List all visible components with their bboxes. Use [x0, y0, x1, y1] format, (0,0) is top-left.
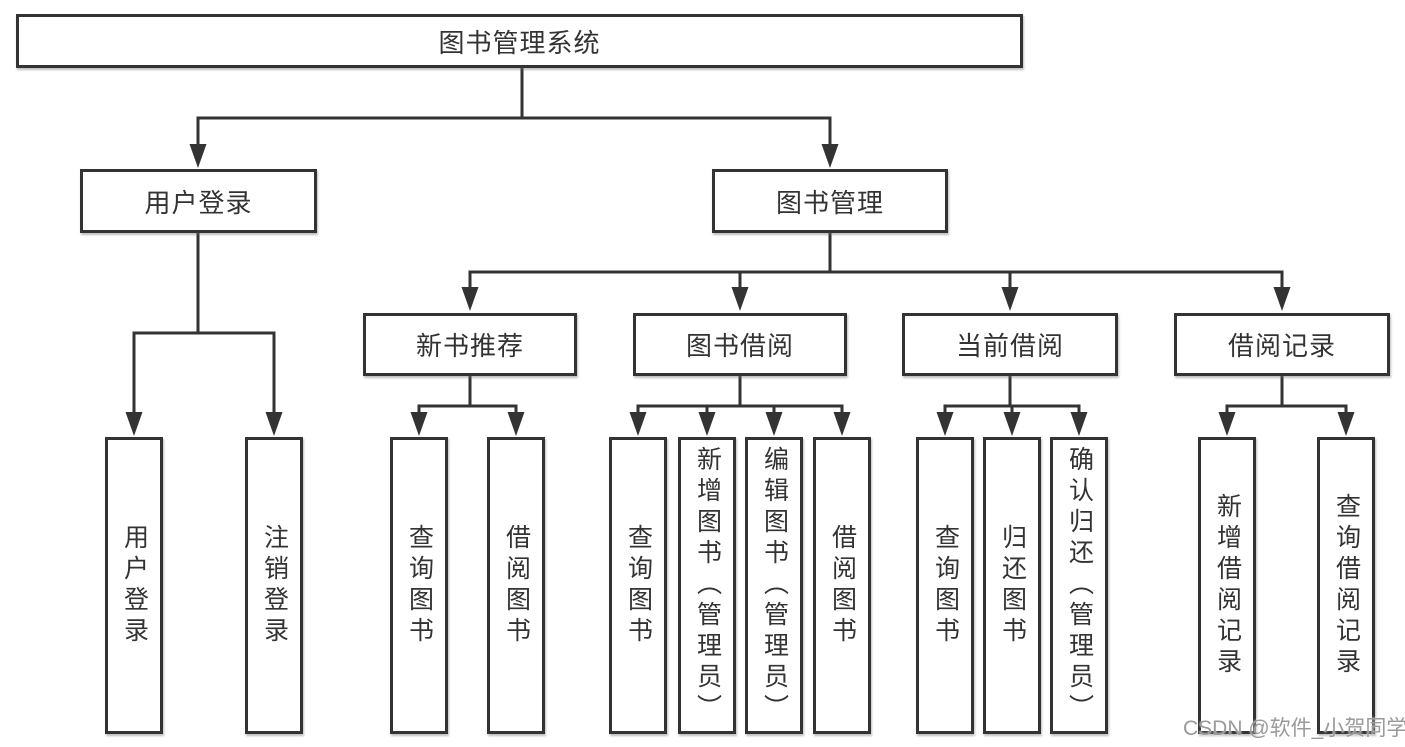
node-book-borrow: 图书借阅: [633, 313, 847, 376]
node-book-management: 图书管理: [712, 169, 948, 233]
node-root-label: 图书管理系统: [438, 27, 601, 58]
leaf-query-books-2-label: 查询图书: [624, 523, 653, 648]
leaf-add-borrow-record-label: 新增借阅记录: [1213, 492, 1242, 679]
leaf-confirm-return-admin-label: 确认归还（管理员）: [1065, 446, 1094, 725]
leaf-logout: 注销登录: [245, 437, 303, 734]
node-book-borrow-label: 图书借阅: [685, 331, 794, 361]
leaf-query-books-1-label: 查询图书: [405, 523, 434, 648]
leaf-user-login-label: 用户登录: [120, 523, 149, 648]
node-current-borrow-label: 当前借阅: [955, 331, 1064, 361]
leaf-add-book-admin: 新增图书（管理员）: [678, 437, 736, 734]
node-new-book-recommend-label: 新书推荐: [415, 331, 524, 361]
leaf-edit-book-admin-label: 编辑图书（管理员）: [760, 446, 789, 725]
leaf-borrow-books-2: 借阅图书: [813, 437, 871, 734]
node-user-login-label: 用户登录: [144, 187, 253, 218]
leaf-borrow-books-2-label: 借阅图书: [828, 523, 857, 648]
node-root: 图书管理系统: [16, 14, 1023, 68]
node-borrow-records: 借阅记录: [1174, 313, 1390, 376]
node-current-borrow: 当前借阅: [902, 313, 1118, 376]
leaf-borrow-books-1-label: 借阅图书: [502, 523, 531, 648]
leaf-query-borrow-record: 查询借阅记录: [1317, 437, 1375, 734]
leaf-query-books-3-label: 查询图书: [931, 523, 960, 648]
leaf-add-borrow-record: 新增借阅记录: [1198, 437, 1256, 734]
leaf-query-borrow-record-label: 查询借阅记录: [1332, 492, 1361, 679]
leaf-return-book: 归还图书: [983, 437, 1041, 734]
node-user-login: 用户登录: [80, 169, 317, 233]
leaf-query-books-1: 查询图书: [390, 437, 448, 734]
csdn-watermark: CSDN @软件_小贺同学: [1183, 717, 1405, 740]
leaf-query-books-2: 查询图书: [609, 437, 667, 734]
leaf-borrow-books-1: 借阅图书: [487, 437, 545, 734]
node-borrow-records-label: 借阅记录: [1227, 331, 1336, 361]
leaf-query-books-3: 查询图书: [916, 437, 974, 734]
leaf-user-login: 用户登录: [105, 437, 163, 734]
node-new-book-recommend: 新书推荐: [363, 313, 577, 376]
leaf-edit-book-admin: 编辑图书（管理员）: [745, 437, 803, 734]
leaf-logout-label: 注销登录: [260, 523, 289, 648]
leaf-add-book-admin-label: 新增图书（管理员）: [693, 446, 722, 725]
leaf-confirm-return-admin: 确认归还（管理员）: [1050, 437, 1108, 734]
node-book-management-label: 图书管理: [775, 187, 884, 218]
leaf-return-book-label: 归还图书: [998, 523, 1027, 648]
